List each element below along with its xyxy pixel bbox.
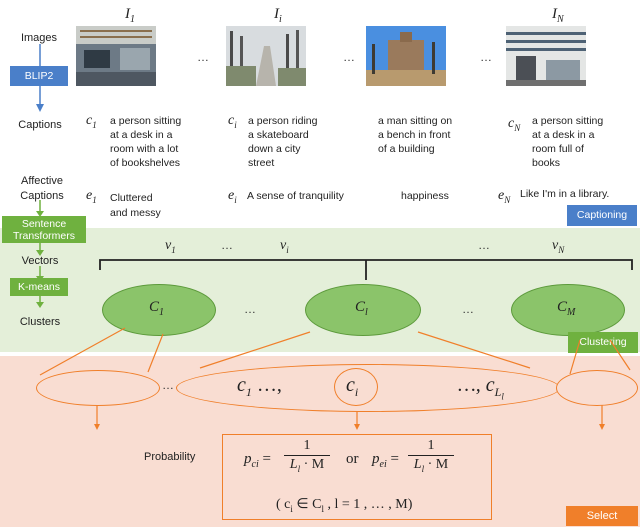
ellipsis-cluster-1: … <box>244 302 256 316</box>
formula-pc-lhs: pci = <box>244 451 271 470</box>
probability-formula-box <box>222 434 492 520</box>
cluster-ellipse-1 <box>102 284 216 336</box>
selected-caption-circle <box>334 368 378 406</box>
ellipsis-select-1: … <box>162 378 174 392</box>
vector-bracket <box>99 259 633 280</box>
caption-sym-1: c1 <box>86 113 97 130</box>
clustering-stage-label: Clustering <box>568 332 638 353</box>
image-library-n <box>506 26 586 86</box>
cluster-label-l: Cl <box>355 299 368 318</box>
affective-sym-n: eN <box>498 188 511 205</box>
select-stage-label: Select <box>566 506 638 526</box>
formula-condition: ( ci ∈ Cl , l = 1 , … , M) <box>276 497 413 514</box>
select-first-items: c1 …, <box>237 374 282 399</box>
ellipsis-vec-2: … <box>478 238 490 252</box>
label-affective-captions: Affective Captions <box>20 175 64 202</box>
caption-sym-i: ci <box>228 113 237 130</box>
label-probability: Probability <box>144 451 196 463</box>
label-images: Images <box>20 32 58 44</box>
cluster-label-1: C1 <box>149 299 165 318</box>
caption-sym-n: cN <box>508 116 521 133</box>
ellipsis-img-2: … <box>343 50 355 64</box>
cluster-connectors <box>39 327 631 430</box>
blip2-box: BLIP2 <box>10 66 68 86</box>
formula-pe-lhs: pei = <box>372 451 399 470</box>
ellipsis-img-3: … <box>480 50 492 64</box>
label-clusters: Clusters <box>19 316 61 328</box>
cluster-label-m: CM <box>557 299 576 318</box>
label-vectors: Vectors <box>21 255 59 267</box>
label-captions: Captions <box>18 119 62 131</box>
ellipsis-img-1: … <box>197 50 209 64</box>
ellipsis-vec-1: … <box>221 238 233 252</box>
kmeans-box: K-means <box>10 278 68 296</box>
image-street-i <box>226 26 306 86</box>
affective-sym-i: ei <box>228 188 237 205</box>
select-ellipse-right <box>556 370 638 406</box>
ellipsis-cluster-2: … <box>462 302 474 316</box>
image-header-n: IN <box>552 6 564 25</box>
formula-or: or <box>346 451 359 467</box>
affective-sym-1: e1 <box>86 188 97 205</box>
affective-text-i: A sense of tranquility <box>247 190 344 202</box>
affective-text-3: happiness <box>401 190 449 202</box>
vector-n: vN <box>552 238 565 255</box>
cluster-ellipse-m <box>511 284 625 336</box>
select-ellipse-left <box>36 370 160 406</box>
image-building <box>366 26 446 86</box>
captioning-stage-label: Captioning <box>567 205 637 226</box>
sentence-transformers-box: Sentence Transformers <box>2 216 86 243</box>
affective-text-n: Like I'm in a library. <box>520 188 610 200</box>
formula-pe-fraction: 1 Ll · M <box>408 438 454 474</box>
vector-i: vi <box>280 238 289 255</box>
cluster-ellipse-l <box>305 284 421 336</box>
image-header-i: Ii <box>274 6 282 25</box>
vector-1: v1 <box>165 238 176 255</box>
image-header-1: I1 <box>125 6 135 25</box>
selected-caption: ci <box>346 374 359 399</box>
select-last-items: …, cLl <box>458 374 504 402</box>
image-office-1 <box>76 26 156 86</box>
formula-pc-fraction: 1 Ll · M <box>284 438 330 474</box>
